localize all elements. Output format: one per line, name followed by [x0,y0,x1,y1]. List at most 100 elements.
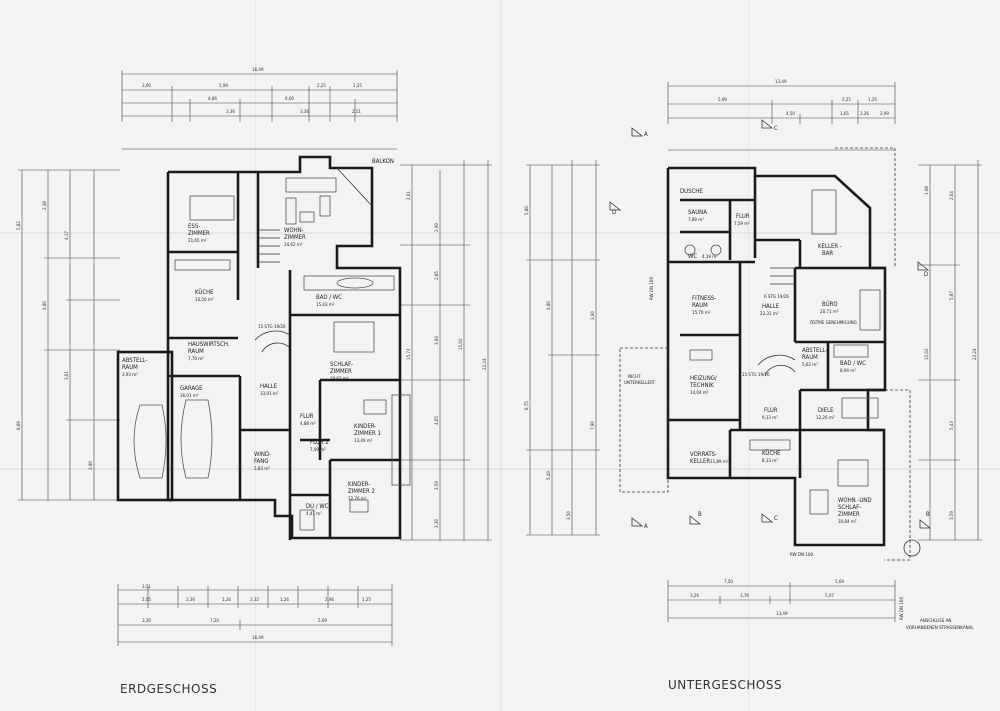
room-label-dusche: DUSCHE [680,188,703,195]
dim-label: 16,49 [252,635,264,641]
room-area: 33,91 m² [260,391,279,397]
room-label-wind: FANG [254,458,268,465]
dim-label: 3,90 [590,311,596,320]
eg-dims-right: 2,01 2,99 2,85 3,94 4,05 3,59 3,30 22,24… [400,160,492,541]
dim-label: 15,74 [406,348,412,360]
eg-dims-bottom: 3,51 2,05 2,36 1,26 2,32 1,26 2,96 1,25 … [117,584,393,646]
room-area: 36,01 m² [180,393,199,399]
erdgeschoss-title: ERDGESCHOSS [120,682,218,696]
dim-label: 15,02 [458,338,464,350]
room-label-fitness: FITNESS- [692,295,716,302]
room-label-sauna: SAUNA [688,209,707,216]
room-label-wohn: WOHN- [284,227,304,234]
dim-label: 2,99 [434,223,440,232]
ug-section-markers: A A B B C C D D [609,119,932,530]
dim-label: 3,00 [142,83,151,89]
room-area: 10,50 m² [195,297,214,303]
balkon-label: BALKON [372,158,394,165]
dim-label: 7,20 [210,618,219,624]
buero-note: ÖSTME GENEHMIGUNG [810,319,857,326]
untergeschoss-plan: 13,49 5,99 2,25 1,25 4,50 1,65 2,26 2,99… [524,79,982,631]
dim-label: 1,26 [222,597,231,603]
room-area: 7,89 m² [688,217,704,223]
dim-label: 2,26 [860,111,869,117]
room-area: 7,59 m² [734,221,750,227]
paper-fold [500,0,502,711]
room-area: 15,43 m² [316,302,335,308]
room-area: 12,26 m² [816,415,835,421]
dim-label: 3,50 [566,511,572,520]
connection-note: ANSCHLUSS AN [920,618,951,624]
room-label-kueche: KÜCHE [195,289,214,296]
room-area: 30,84 m² [838,519,857,525]
section-marker-a: A [644,523,648,530]
room-area: 4,19 m² [702,254,718,260]
dim-label: 2,99 [880,111,889,117]
dim-label: 5,07 [825,593,834,599]
dim-label: 5,99 [219,83,228,89]
dim-label: 2,25 [842,97,851,103]
room-label-wohn: ZIMMER [284,234,306,241]
dim-label: 4,17 [64,231,70,240]
rw-label: RW DN 100 [649,276,655,300]
rw-label: RW DN 100 [790,552,814,558]
room-label-hwr: HAUSWIRTSCH. [188,341,230,348]
section-marker-d: D [924,271,928,278]
room-label-vorrats: KELLER [690,458,710,465]
dim-label: 3,30 [434,519,440,528]
paper-fold [0,468,1000,470]
dim-label: 5,43 [949,421,955,430]
room-label-flur2: FLUR 2 [310,439,329,446]
dim-label: 5,87 [949,291,955,300]
room-label-heizung: HEIZUNG/ [690,375,717,382]
room-label-wohn: WOHN -UND [838,497,872,504]
untergeschoss-title: UNTERGESCHOSS [668,678,783,692]
room-area: 3,93 m² [122,372,138,378]
ug-drain-notes: RW DN 100 RW DN 100 RW DN 100 ANSCHLUSS … [649,276,974,631]
room-area: 5,62 m² [802,362,818,368]
dim-label: 5,69 [318,618,327,624]
dim-label: 2,01 [406,191,412,200]
room-label-keller-bar: KELLER - [818,243,842,250]
ug-stair: 6 STG 19/26 15 STG 19/26 [742,267,796,378]
dim-label: 4,86 [208,96,217,102]
dim-label: 3,30 [142,618,151,624]
dim-label: 3,51 [142,584,151,590]
room-area: 7,70 m² [188,356,204,362]
room-area: 21,65 m² [188,238,207,244]
section-marker-a: A [644,131,648,138]
dim-label: 5,80 [524,206,530,215]
dim-label: 5,69 [835,579,844,585]
dim-label: 5,99 [718,97,727,103]
stair-label: 6 STG 19/26 [764,294,789,300]
room-label-buero: BÜRO [822,301,838,308]
dim-label: 2,04 [949,191,955,200]
ug-dims-left: 5,80 4,80 5,49 3,50 8,75 3,90 7,90 [524,160,600,536]
dim-label: 1,25 [353,83,362,89]
room-label-heizung: TECHNIK [689,382,714,389]
dim-label: 8,75 [524,401,530,410]
room-area: 14,04 m² [690,390,709,396]
ug-room-labels: DUSCHE SAUNA 7,89 m² FLUR 7,59 m² KELLER… [624,188,872,525]
room-label-vorrats: VORRATS- [690,451,717,458]
dim-label: 4,80 [546,301,552,310]
dim-label: 16,49 [252,67,264,73]
dim-label: 13,49 [776,611,788,617]
ug-furniture [684,189,881,515]
room-label-bad: BAD / WC [316,294,342,301]
paper-fold [255,0,256,711]
dim-label: 4,80 [42,301,48,310]
nicht-unterkellert-label: NICHT [628,374,641,380]
eg-dims-left: 5,82 2,38 4,80 4,17 8,69 3,01 3,90 [16,169,120,501]
dim-label: 3,01 [64,371,70,380]
room-label-schlaf: SCHLAF- [330,361,353,368]
room-label-fitness: RAUM [692,302,708,309]
dim-label: 5,82 [16,221,22,230]
dim-label: 1,65 [840,111,849,117]
room-area: 20,71 m² [820,309,839,315]
ug-dims-bottom: 7,50 5,69 3,26 3,76 5,07 13,49 [667,579,896,622]
room-area: 4,88 m² [300,421,316,427]
dim-label: 3,26 [690,593,699,599]
dim-label: 22,24 [972,348,978,360]
